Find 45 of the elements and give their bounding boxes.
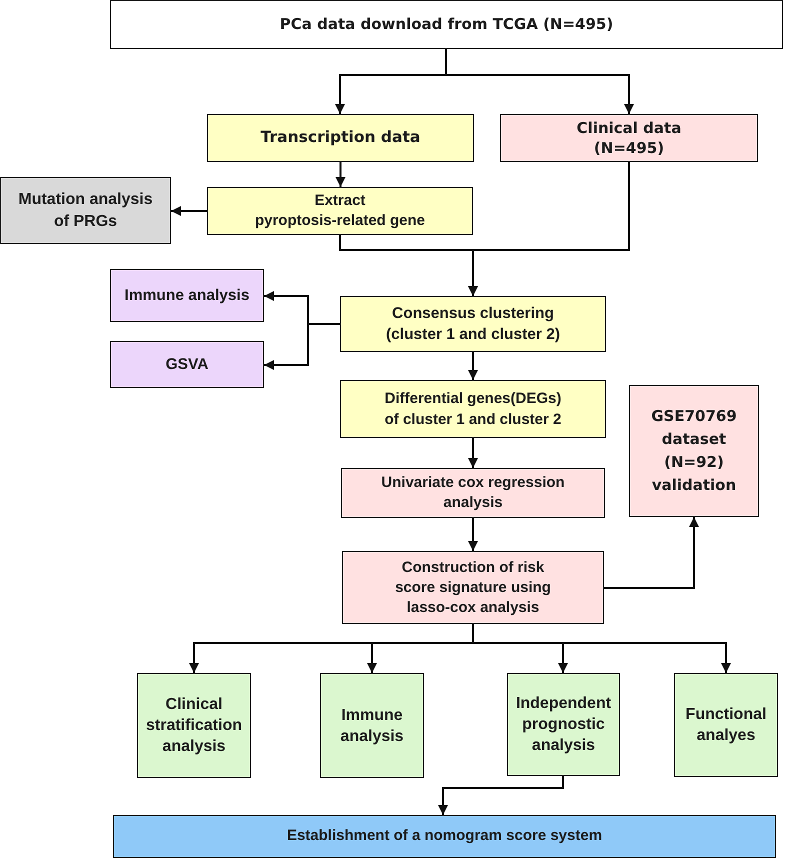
- process-box: [113, 815, 776, 858]
- box-label: Univariate cox regression analysis: [380, 473, 566, 513]
- arrow: [468, 162, 630, 296]
- process-box: [320, 673, 424, 778]
- arrow: [171, 206, 207, 216]
- process-box: [674, 673, 778, 777]
- box-label: Mutation analysis of PRGs: [17, 190, 154, 232]
- process-box: [207, 114, 474, 162]
- arrow: [468, 438, 478, 468]
- box-label: Clinical data (N=495): [576, 118, 682, 158]
- box-label: Consensus clustering (cluster 1 and cluster 2): [384, 304, 561, 345]
- process-box: [342, 551, 604, 624]
- box-label: GSE70769 dataset (N=92) validation: [650, 406, 738, 496]
- process-box: [341, 468, 605, 518]
- box-label: PCa data download from TCGA (N=495): [280, 14, 614, 36]
- arrow: [472, 624, 731, 673]
- process-box: [507, 673, 620, 776]
- process-box: [629, 385, 759, 517]
- process-box: [0, 177, 171, 244]
- process-box: [500, 114, 758, 162]
- box-label: GSVA: [166, 354, 208, 375]
- box-label: Independent prognostic analysis: [514, 694, 612, 756]
- process-box: [110, 0, 783, 49]
- arrow: [438, 776, 564, 815]
- box-label: Differential genes(DEGs) of cluster 1 and cluster 2: [384, 389, 562, 430]
- box-label: Extract pyroptosis-related gene: [254, 191, 426, 231]
- arrow: [264, 323, 340, 370]
- process-box: [340, 380, 606, 438]
- process-box: [110, 341, 264, 388]
- box-label: Transcription data: [260, 127, 420, 148]
- box-label: Immune analysis: [339, 706, 405, 746]
- arrow: [445, 49, 634, 114]
- process-box: [207, 187, 473, 235]
- box-label: Establishment of a nomogram score system: [286, 826, 602, 846]
- arrow: [604, 517, 699, 589]
- box-label: Functional analyes: [684, 705, 768, 746]
- process-box: [340, 296, 606, 352]
- process-box: [137, 673, 251, 778]
- process-box: [110, 269, 264, 322]
- box-label: Immune analysis: [124, 286, 250, 306]
- arrow: [468, 518, 478, 551]
- arrow: [468, 352, 478, 380]
- box-label: Clinical stratification analysis: [144, 695, 243, 757]
- arrow: [336, 162, 346, 187]
- box-label: Construction of risk score signature using lasso-cox analysis: [394, 558, 552, 618]
